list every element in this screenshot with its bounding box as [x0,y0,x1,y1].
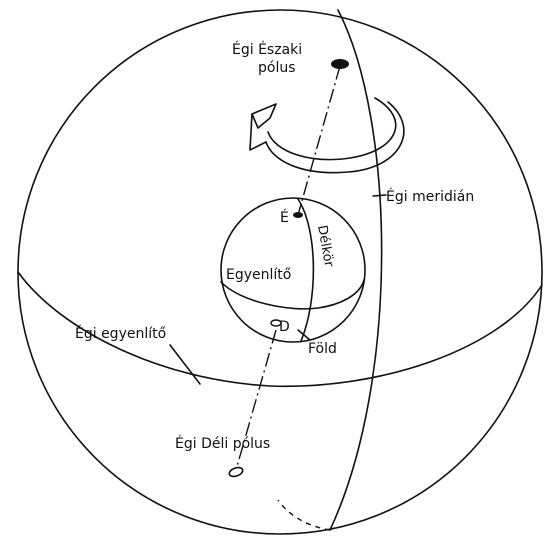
earth-equator-curve [220,279,365,310]
earth-meridian-curve [297,198,315,342]
celestial-meridian-back [277,499,331,531]
earth-equator-label: Egyenlítő [226,267,291,283]
north-pole-label-line1: Égi Északi [232,41,302,58]
north-pole-label-line2: pólus [258,60,296,76]
celestial-equator-curve [17,271,543,388]
earth-north-point [293,212,303,218]
celestial-meridian-curve [329,9,383,531]
earth-sphere [220,197,366,343]
rotation-axis-upper [297,65,341,216]
south-pole-marker [228,466,244,478]
north-marker-label: É [280,209,289,226]
celestial-equator-label: Égi egyenlítő [75,325,166,342]
south-pole-label: Égi Déli pólus [175,435,270,452]
earth-label: Föld [308,341,337,357]
earth-south-point [270,319,282,327]
south-marker-label: D [279,319,290,335]
north-pole-marker [331,59,349,69]
delkor-label: Délkör [314,224,336,269]
celestial-equator-leader [169,344,201,385]
celestial-meridian-label: Égi meridián [386,188,474,205]
meridian-leader [372,194,387,197]
rotation-axis-lower [235,329,277,471]
rotation-arrow-icon [249,97,405,174]
earth-leader [297,329,311,341]
